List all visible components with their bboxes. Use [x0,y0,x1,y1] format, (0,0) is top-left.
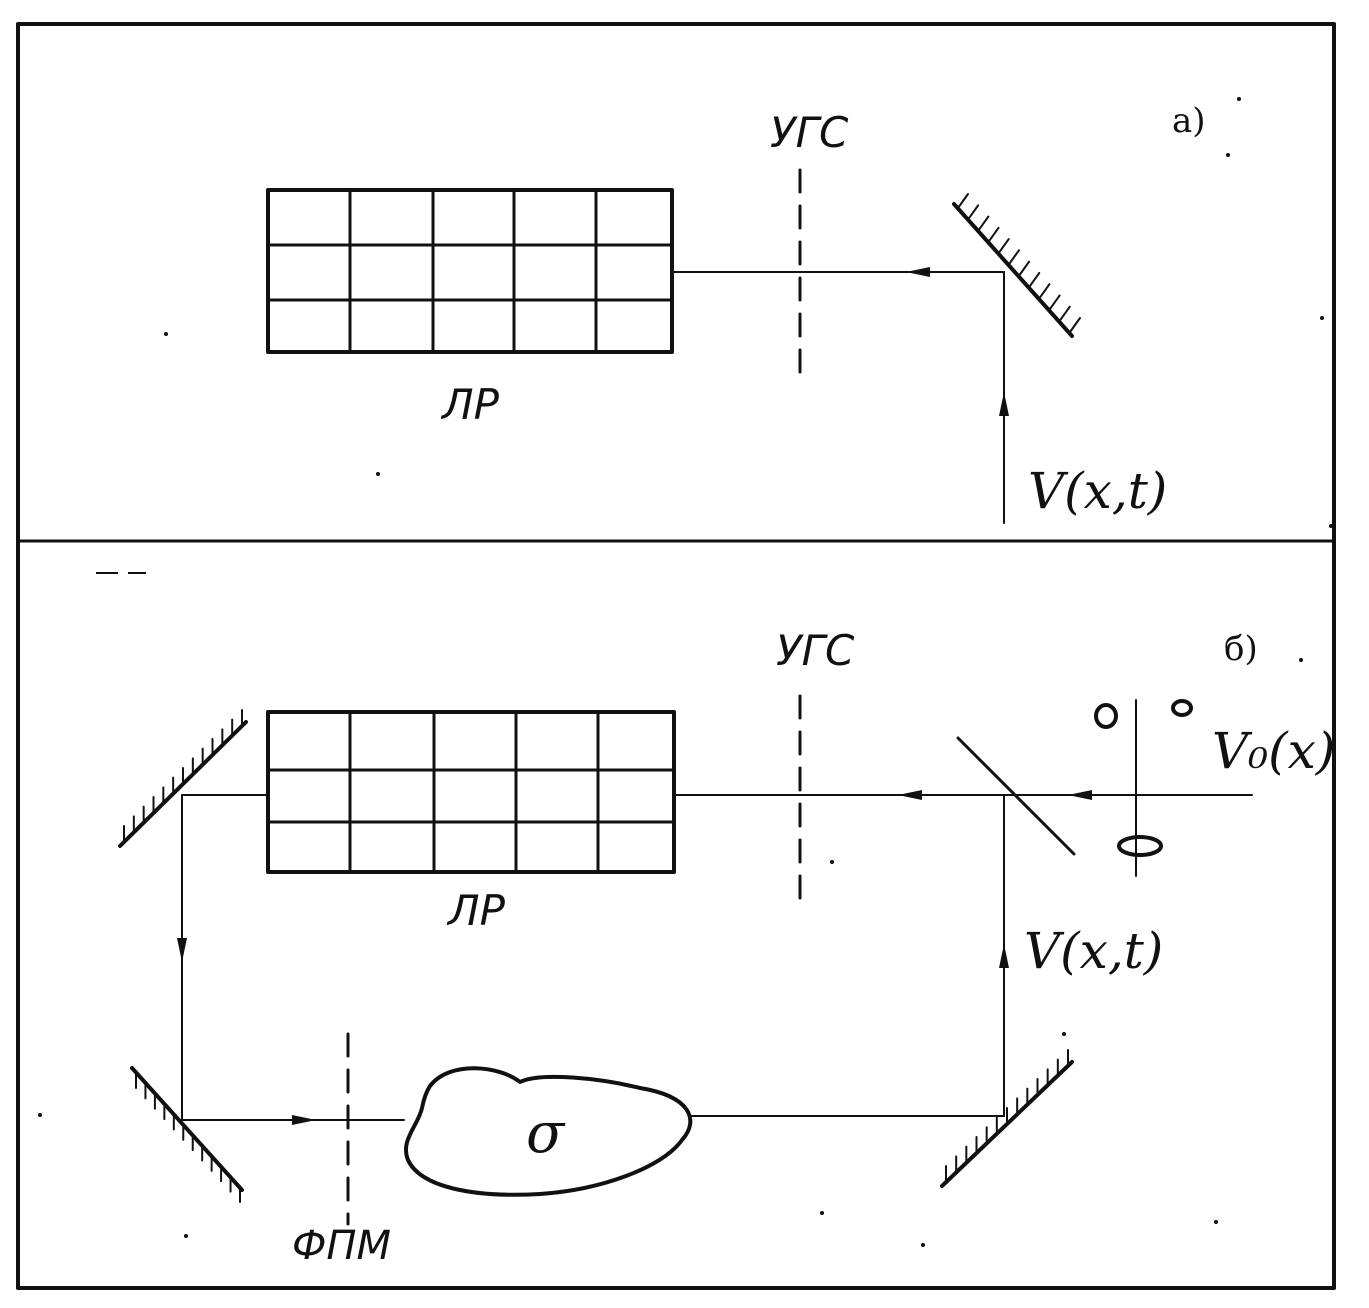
reference-wave-label: V₀(x) [1212,722,1336,780]
mirror-hatch-tick [1038,283,1051,300]
mirror-hatch-tick [957,193,969,209]
reference-wave-symbol [1094,699,1193,877]
mirror-b-bottom-left [130,1066,244,1203]
arrow-b-right [292,1115,316,1125]
arrow-b-down [177,938,187,962]
mirror-hatch-tick [1058,305,1071,322]
mirror-b-top-left [118,709,248,848]
mirror-hatch-tick [1018,260,1031,277]
grating-b-label: ЛР [448,886,505,935]
object-label: σ [526,1101,565,1166]
mirror-hatch-tick [1069,317,1081,333]
wave-a-label: V(x,t) [1028,462,1168,520]
mirror-a [952,193,1081,338]
figure-frame [16,22,1336,1290]
arrow-b-up [999,944,1009,968]
mirror-b-bottom-right [940,1049,1074,1188]
grating-a-label: ЛР [442,380,499,429]
scattering-object [404,1066,693,1197]
mirror-hatch-tick [967,204,980,221]
mirror-hatch-tick [1007,249,1020,266]
wave-b-label: V(x,t) [1024,922,1164,980]
panel-b-tag: б) [1224,629,1258,669]
panel-a-tag: а) [1172,101,1206,141]
screen-b-label: УГС [776,626,855,675]
scan-speckles [38,97,1333,1247]
mirror-hatch-tick [1048,294,1061,311]
mirror-hatch-tick [987,226,1000,243]
arrow-b-top-left [898,790,922,800]
grating-a [266,188,674,354]
beam-splitter [956,736,1076,856]
mirror-hatch-tick [1028,271,1041,288]
arrow-b-ref [1068,790,1092,800]
filter-label: ФПМ [292,1223,392,1269]
panel-b [118,694,1253,1226]
panel-a [266,168,1081,524]
mirror-hatch-tick [997,238,1010,255]
arrow-a-left [906,267,930,277]
grating-b [266,710,676,874]
mirror-hatch-tick [977,215,990,232]
arrow-a-up [999,392,1009,416]
screen-a-label: УГС [770,108,849,157]
